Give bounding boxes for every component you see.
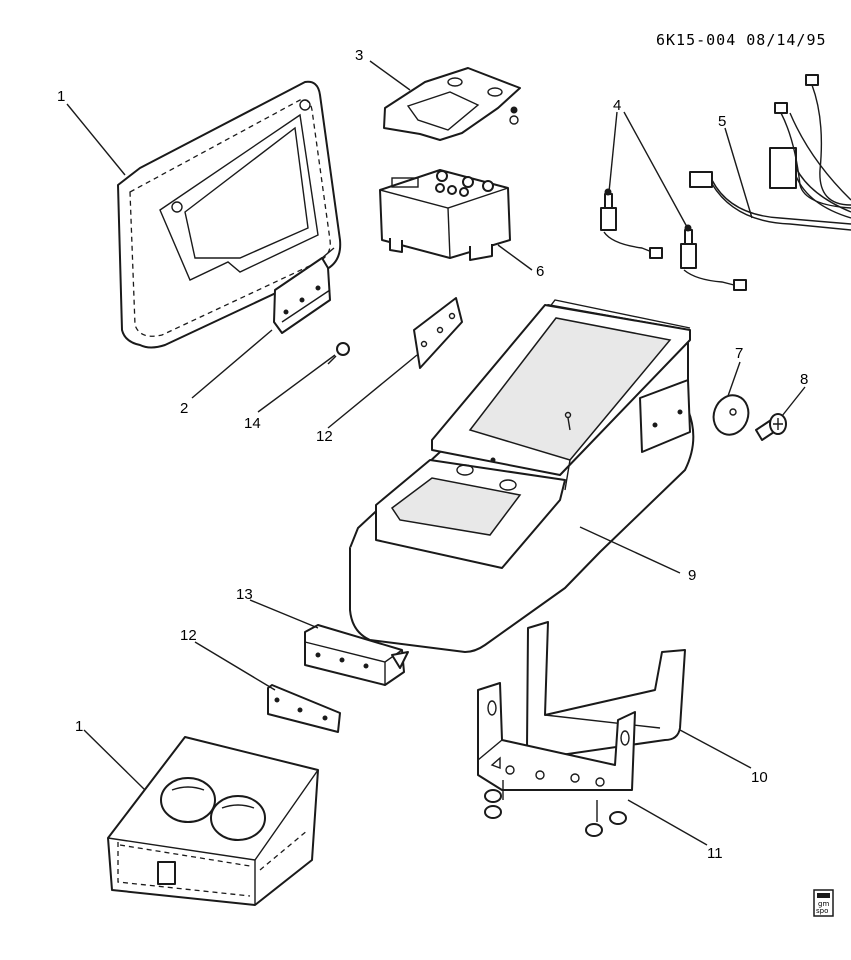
callout-12-bottom: 12 <box>180 627 197 644</box>
document-code: 6K15-004 08/14/95 <box>656 31 827 49</box>
leader-lines <box>66 60 806 846</box>
part-12-plate-top <box>413 297 463 369</box>
part-4-switches <box>600 188 747 291</box>
logo-text-gm: gm <box>818 900 829 908</box>
part-11-mounting-bracket <box>477 682 636 837</box>
callout-2: 2 <box>180 400 188 417</box>
callout-12-top: 12 <box>316 428 333 445</box>
callout-9: 9 <box>688 567 696 584</box>
part-7-retainer-disc <box>712 394 750 436</box>
callout-1-bottom: 1 <box>75 718 83 735</box>
callout-11: 11 <box>707 845 723 862</box>
part-12-plate-bottom <box>267 684 341 733</box>
callout-13: 13 <box>236 586 253 603</box>
callout-5: 5 <box>718 113 726 130</box>
gm-spo-logo: gm spo <box>813 889 834 917</box>
part-9-console-body <box>349 299 695 653</box>
callout-4: 4 <box>613 97 621 114</box>
callout-8: 8 <box>800 371 808 388</box>
callout-3: 3 <box>355 47 363 64</box>
callout-1-top: 1 <box>57 88 65 105</box>
part-14-screw <box>327 342 350 365</box>
part-10-u-bracket <box>526 621 686 759</box>
part-6-control-module <box>379 169 511 261</box>
part-2-hinge <box>273 247 335 334</box>
part-8-bolt <box>755 413 787 441</box>
callout-10: 10 <box>751 769 768 786</box>
part-1-cupholder-lid <box>107 736 319 906</box>
logo-text-spo: spo <box>816 907 828 915</box>
callout-6: 6 <box>536 263 544 280</box>
part-5-wiring-harness <box>689 74 851 231</box>
part-13-hinge <box>304 624 409 686</box>
part-3-cover-plate <box>383 67 521 141</box>
callout-7: 7 <box>735 345 743 362</box>
callout-14: 14 <box>244 415 261 432</box>
